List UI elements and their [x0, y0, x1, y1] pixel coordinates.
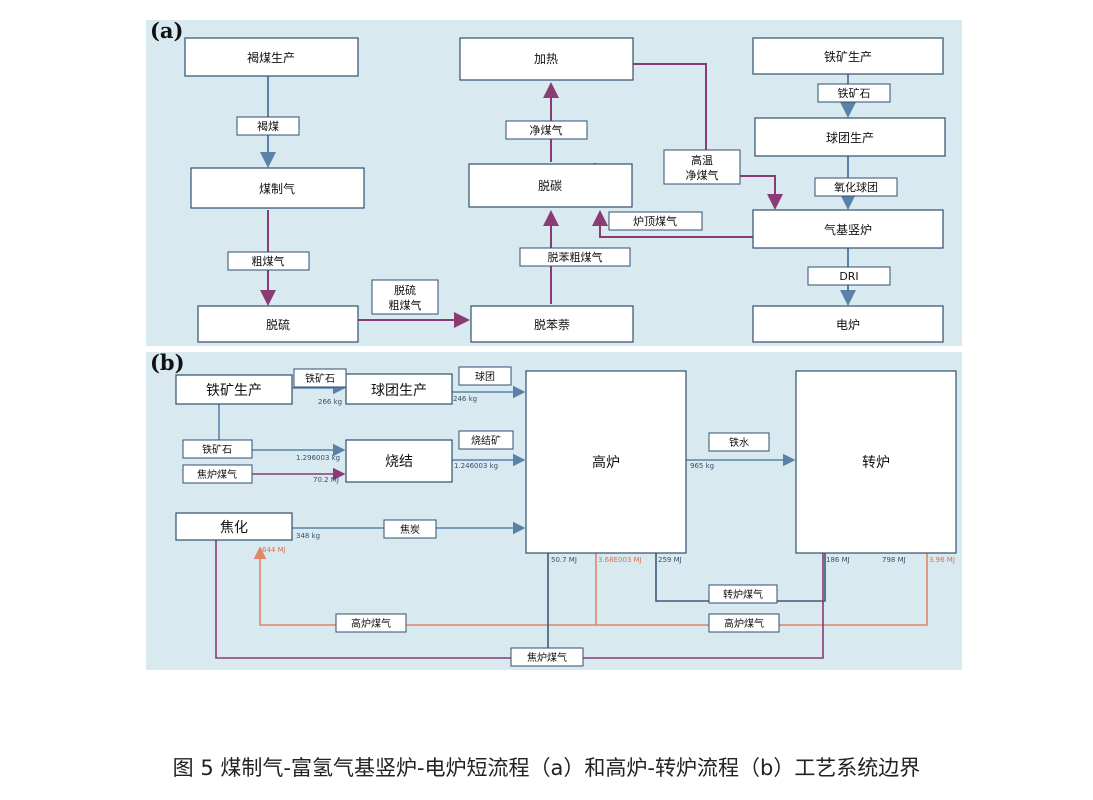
svg-text:氧化球团: 氧化球团	[834, 180, 878, 194]
value-bf-1: 50.7 MJ	[551, 556, 577, 564]
node-coal-gasification: 煤制气	[190, 167, 365, 209]
flow-value-labels: 266 kg 246 kg 1.296003 kg 70.2 MJ 1.2460…	[262, 395, 955, 564]
tag-oxidized-pellet: 氧化球团	[814, 177, 898, 197]
node-pellet-production-a: 球团生产	[754, 117, 946, 157]
value-iron-ore-sinter: 1.296003 kg	[296, 454, 340, 462]
svg-text:煤制气: 煤制气	[259, 181, 295, 196]
svg-text:球团: 球团	[475, 370, 495, 383]
tag-sinter-ore: 烧结矿	[458, 430, 514, 450]
svg-text:气基竖炉: 气基竖炉	[824, 222, 872, 237]
svg-text:加热: 加热	[534, 52, 558, 66]
svg-text:粗煤气: 粗煤气	[389, 298, 422, 312]
svg-text:转炉煤气: 转炉煤气	[723, 588, 763, 601]
tag-crude-gas: 粗煤气	[227, 251, 310, 271]
value-conv-2: 798 MJ	[882, 556, 906, 564]
tag-coke-oven-gas-return: 焦炉煤气	[510, 647, 584, 667]
value-bf-2: 3.68E003 MJ	[598, 556, 642, 564]
svg-text:高炉: 高炉	[592, 454, 620, 471]
node-electric-furnace: 电炉	[752, 305, 944, 343]
tag-bf-gas-1: 高炉煤气	[335, 613, 407, 633]
node-decarbonization: 脱碳	[468, 163, 633, 208]
node-iron-ore-production-b: 铁矿生产	[175, 374, 293, 405]
tag-hot-metal: 铁水	[708, 432, 770, 452]
node-gas-shaft-furnace: 气基竖炉	[752, 209, 944, 249]
node-blast-furnace: 高炉	[525, 370, 687, 554]
tag-dri: DRI	[807, 266, 891, 286]
tag-pellet: 球团	[458, 366, 512, 386]
tag-iron-ore-to-sinter: 铁矿石	[182, 439, 253, 459]
tag-top-gas: 炉顶煤气	[608, 211, 703, 231]
svg-text:高炉煤气: 高炉煤气	[351, 617, 391, 630]
svg-text:褐煤: 褐煤	[257, 119, 279, 133]
value-conv-3: 3.96 MJ	[929, 556, 955, 564]
node-desulfurization: 脱硫	[197, 305, 359, 343]
tag-lignite: 褐煤	[236, 116, 300, 136]
bf-gas-to-converter-line	[596, 553, 928, 626]
svg-text:铁矿生产: 铁矿生产	[206, 383, 262, 399]
top-gas-flow-line	[592, 210, 753, 238]
figure-caption: 图 5 煤制气-富氢气基竖炉-电炉短流程（a）和高炉-转炉流程（b）工艺系统边界	[172, 756, 921, 780]
svg-text:脱苯粗煤气: 脱苯粗煤气	[548, 250, 603, 264]
process-diagram: (a) 褐煤生产 煤制气 脱硫 脱苯萘 脱碳 加热 铁矿生	[150, 18, 957, 667]
svg-text:焦炉煤气: 焦炉煤气	[527, 651, 567, 664]
svg-text:焦炭: 焦炭	[400, 523, 420, 536]
tag-iron-ore-a: 铁矿石	[817, 83, 891, 103]
svg-text:DRI: DRI	[839, 270, 858, 283]
value-iron-ore-pellet: 266 kg	[318, 398, 342, 406]
node-heating: 加热	[459, 37, 634, 81]
value-coking-return: 644 MJ	[262, 546, 286, 554]
svg-text:净煤气: 净煤气	[686, 168, 719, 182]
tag-coke: 焦炭	[383, 519, 437, 539]
tag-converter-gas: 转炉煤气	[708, 584, 778, 604]
node-lignite-production: 褐煤生产	[184, 37, 359, 77]
svg-text:脱硫: 脱硫	[394, 283, 416, 297]
tag-iron-ore-to-pellet: 铁矿石	[293, 368, 347, 388]
value-conv-1: 186 MJ	[826, 556, 850, 564]
svg-text:粗煤气: 粗煤气	[252, 254, 285, 268]
svg-text:焦炉煤气: 焦炉煤气	[197, 468, 237, 481]
node-iron-ore-production-a: 铁矿生产	[752, 37, 944, 75]
svg-text:高温: 高温	[691, 153, 713, 167]
svg-text:电炉: 电炉	[836, 318, 860, 332]
svg-text:球团生产: 球团生产	[826, 131, 874, 145]
bf-gas-to-coking-line	[253, 546, 597, 626]
value-sinter: 1.246003 kg	[454, 462, 498, 470]
svg-text:烧结矿: 烧结矿	[471, 434, 501, 447]
svg-text:烧结: 烧结	[385, 454, 413, 470]
value-pellet: 246 kg	[453, 395, 477, 403]
node-debenzene: 脱苯萘	[470, 305, 634, 343]
hot-clean-gas-flow-line	[633, 63, 783, 210]
tag-hot-clean-gas: 高温 净煤气	[663, 149, 741, 185]
tag-clean-gas: 净煤气	[505, 120, 588, 140]
svg-text:脱苯萘: 脱苯萘	[534, 317, 570, 332]
tag-bf-gas-2: 高炉煤气	[708, 613, 780, 633]
tag-debenzene-crude-gas: 脱苯粗煤气	[519, 247, 631, 267]
svg-text:铁矿石: 铁矿石	[838, 87, 871, 100]
svg-text:铁矿生产: 铁矿生产	[824, 50, 872, 64]
value-coke-gas-sinter: 70.2 MJ	[313, 476, 339, 484]
node-pellet-production-b: 球团生产	[345, 373, 453, 405]
svg-text:铁矿石: 铁矿石	[202, 443, 232, 456]
svg-text:焦化: 焦化	[220, 520, 248, 536]
value-coke: 348 kg	[296, 532, 320, 540]
svg-text:铁矿石: 铁矿石	[305, 372, 335, 385]
svg-text:脱硫: 脱硫	[266, 317, 290, 332]
value-bf-3: 259 MJ	[658, 556, 682, 564]
panel-b-label: (b)	[150, 350, 185, 375]
value-hot-metal: 965 kg	[690, 462, 714, 470]
tag-coke-oven-gas-in: 焦炉煤气	[182, 464, 253, 484]
svg-text:球团生产: 球团生产	[371, 383, 427, 399]
panel-a-label: (a)	[150, 18, 183, 43]
tag-desulfurized-crude-gas: 脱硫 粗煤气	[371, 279, 439, 315]
node-coking: 焦化	[175, 512, 293, 541]
node-converter: 转炉	[795, 370, 957, 554]
svg-text:褐煤生产: 褐煤生产	[247, 50, 295, 65]
svg-text:净煤气: 净煤气	[530, 123, 563, 137]
svg-text:脱碳: 脱碳	[538, 178, 562, 193]
node-sintering: 烧结	[345, 439, 453, 483]
svg-text:炉顶煤气: 炉顶煤气	[633, 214, 677, 228]
svg-text:转炉: 转炉	[862, 455, 890, 471]
svg-text:铁水: 铁水	[729, 436, 749, 449]
svg-text:高炉煤气: 高炉煤气	[724, 617, 764, 630]
